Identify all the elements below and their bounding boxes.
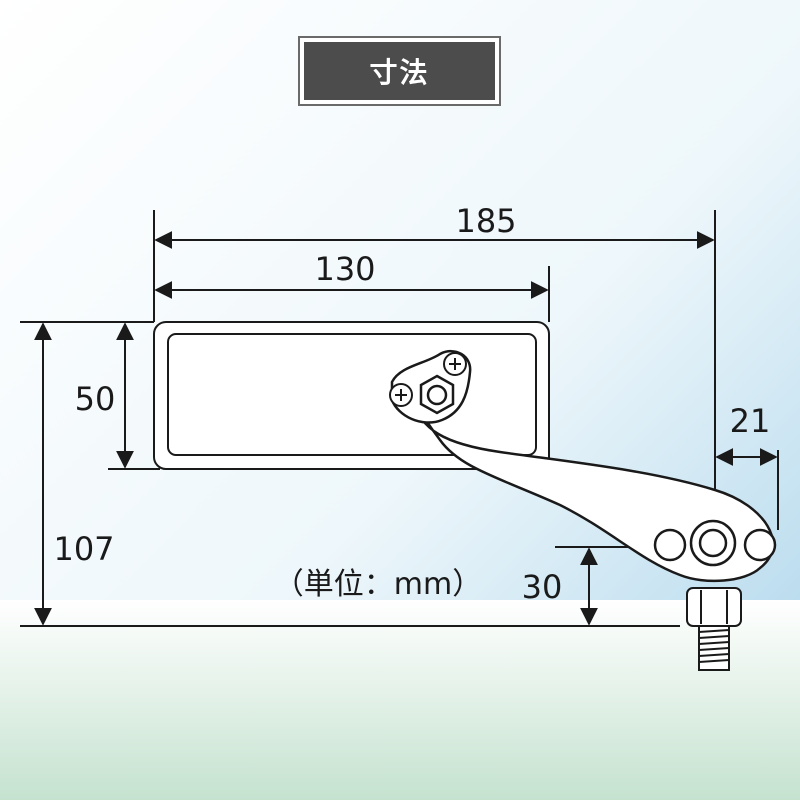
title-box: 寸法 [298,36,501,106]
dim-label-107: 107 [53,530,114,568]
unit-note: （単位：mm） [274,567,482,602]
dim-label-21: 21 [730,402,771,440]
page-title: 寸法 [304,42,495,100]
hex-nut-icon [419,374,455,415]
mirror-inner-glass [167,333,537,456]
screw-icon [389,383,413,407]
screw-icon [443,352,467,376]
threaded-bolt-icon [686,587,742,671]
dim-label-50: 50 [75,380,116,418]
dim-label-185: 185 [455,202,516,240]
base-hole-left [653,528,687,562]
base-hole-inner [698,528,728,558]
dim-label-30: 30 [522,568,563,606]
dim-label-130: 130 [314,250,375,288]
base-hole-right [743,528,777,562]
